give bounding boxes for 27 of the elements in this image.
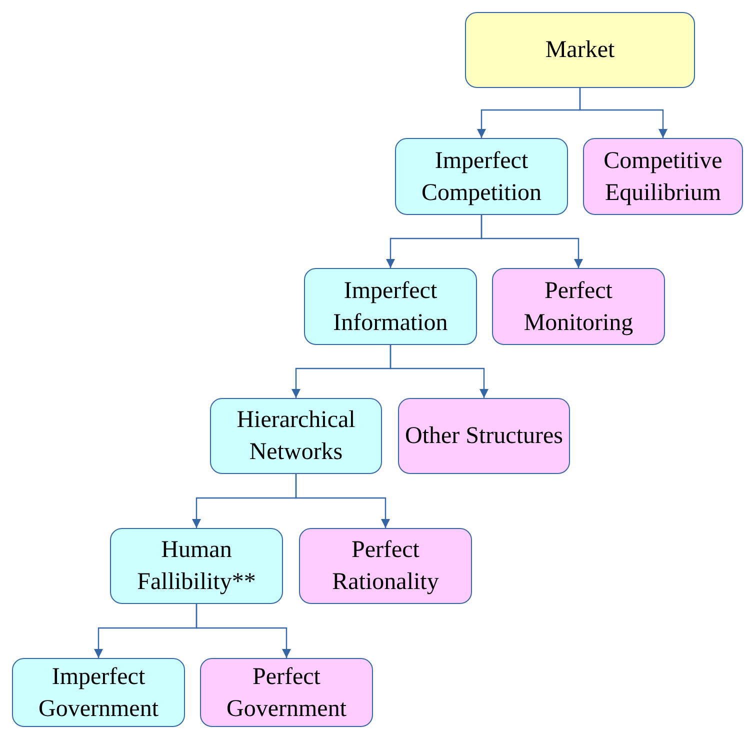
connector-arrow [295,474,390,528]
connector-arrow [390,345,488,398]
connector-arrow [480,215,583,268]
connector-arrow [196,604,291,658]
box-label: Hierarchical Networks [236,406,356,467]
process-box [299,528,472,604]
process-box [304,268,477,345]
box-label: Market [545,36,615,65]
box-label: Imperfect Government [38,662,160,724]
connector-arrow [579,88,668,138]
process-box [110,528,283,604]
box-label: Competitive Equilibrium [602,146,724,208]
box-label: Perfect Rationality [331,536,440,597]
process-box [492,268,665,345]
box-label: Human Fallibility** [136,536,257,597]
process-box [210,398,382,474]
process-box [398,398,570,474]
process-box [465,12,695,88]
process-box [200,658,373,727]
process-box [395,138,568,215]
box-label: Perfect Monitoring [522,276,634,338]
box-label: Imperfect Information [332,276,449,338]
box-label: Imperfect Competition [420,146,542,208]
process-box [12,658,185,727]
box-label: Perfect Government [226,662,348,724]
process-box [583,138,743,215]
box-label: Other Structures [405,422,563,451]
